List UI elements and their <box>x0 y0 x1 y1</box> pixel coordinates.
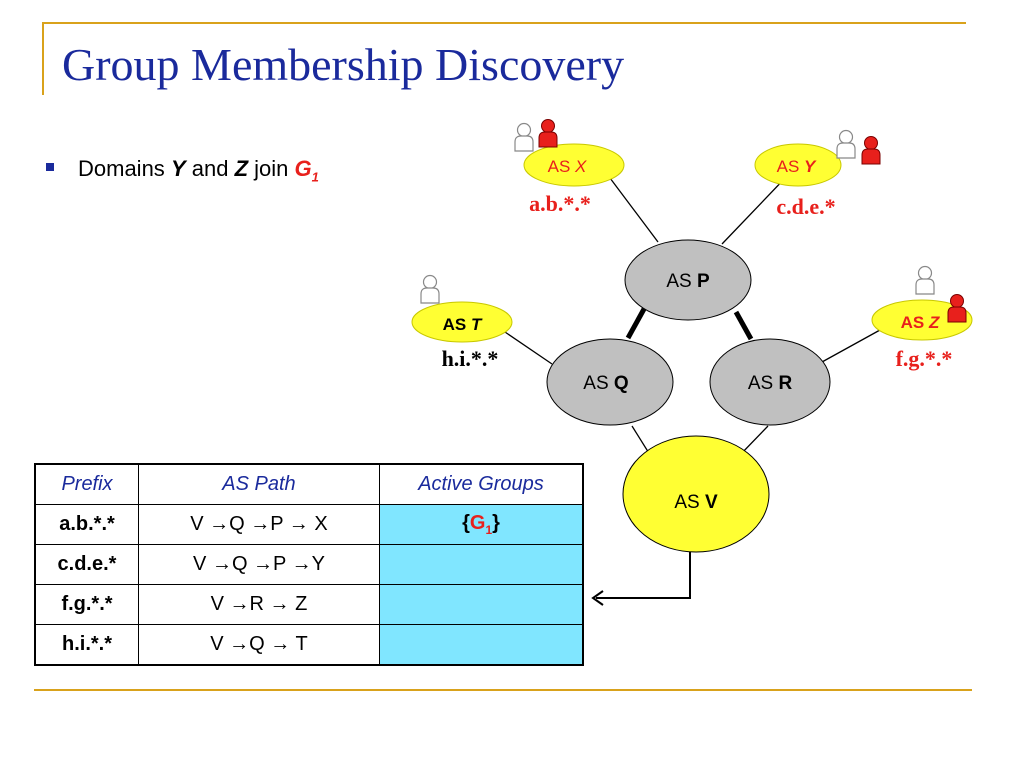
cell-prefix: a.b.*.* <box>34 504 139 545</box>
node-as-t: AS T <box>411 301 513 343</box>
node-as-label: AS <box>666 271 691 292</box>
cell-prefix: h.i.*.* <box>34 624 139 666</box>
table-row: h.i.*.* V →Q → T <box>34 624 584 666</box>
prefix-label-y: c.d.e.* <box>776 194 835 219</box>
bullet-text-join: join <box>254 156 289 181</box>
active-user-icon <box>947 294 967 323</box>
node-as-y: AS Y <box>754 143 842 187</box>
bullet-text-z: Z <box>234 156 249 181</box>
users-as-t <box>420 274 440 304</box>
table-row: f.g.*.* V →R → Z <box>34 584 584 625</box>
node-name: V <box>705 492 718 513</box>
users-as-y <box>836 129 881 165</box>
node-as-label: AS <box>583 373 608 394</box>
cell-active-groups <box>379 544 584 585</box>
svg-text:AS T: AS T <box>443 315 483 334</box>
active-user-icon <box>538 119 558 148</box>
edge-p-r <box>733 310 754 341</box>
bullet-text-g: G <box>294 156 312 181</box>
column-header-prefix: Prefix <box>34 463 139 505</box>
node-as-x: AS X <box>523 143 625 187</box>
node-as-v: AS V <box>622 435 770 553</box>
bullet-text-g-subscript: 1 <box>311 169 319 185</box>
user-icon <box>915 265 935 295</box>
table-row: c.d.e.* V →Q →P →Y <box>34 544 584 585</box>
node-name: Y <box>804 157 817 176</box>
cell-as-path: V →Q →P → X <box>138 504 380 545</box>
bullet-text-domains: Domains <box>78 156 165 181</box>
node-as-label: AS <box>674 492 699 513</box>
node-as-r: AS R <box>709 338 831 426</box>
prefix-label-t: h.i.*.* <box>442 346 499 371</box>
svg-text:AS Z: AS Z <box>901 313 940 332</box>
svg-text:AS R: AS R <box>748 373 793 394</box>
table-header-row: Prefix AS Path Active Groups <box>34 463 584 505</box>
active-user-icon <box>861 136 881 165</box>
bullet-square-icon <box>46 163 54 171</box>
node-name: X <box>574 157 587 176</box>
cell-active-groups <box>379 584 584 625</box>
bullet-text-and: and <box>191 156 229 181</box>
cell-prefix: f.g.*.* <box>34 584 139 625</box>
table-row: a.b.*.* V →Q →P → X {G1} <box>34 504 584 545</box>
node-as-label: AS <box>901 313 925 332</box>
node-name: P <box>697 271 710 292</box>
arrow-left-icon <box>591 552 691 606</box>
edge-p-q <box>625 307 647 340</box>
cell-as-path: V →Q →P →Y <box>138 544 380 585</box>
svg-text:AS P: AS P <box>666 271 710 292</box>
cell-active-groups: {G1} <box>379 504 584 545</box>
node-name: Q <box>614 373 629 394</box>
cell-as-path: V →R → Z <box>138 584 380 625</box>
bullet-text-y: Y <box>170 156 186 181</box>
diagram-edges <box>501 169 881 459</box>
prefix-label-z: f.g.*.* <box>896 346 953 371</box>
node-as-label: AS <box>443 315 467 334</box>
node-name: T <box>471 315 483 334</box>
users-as-x <box>514 119 558 152</box>
svg-text:AS Y: AS Y <box>777 157 817 176</box>
bullet-item: Domains Y and Z join G1 <box>46 156 319 184</box>
node-as-z: AS Z <box>871 299 973 341</box>
group-subscript: 1 <box>485 523 493 537</box>
cell-active-groups <box>379 624 584 666</box>
node-name: Z <box>928 313 940 332</box>
node-as-label: AS <box>548 157 571 176</box>
edge-y-p <box>721 174 789 245</box>
column-header-as-path: AS Path <box>138 463 380 505</box>
user-icon <box>836 129 856 159</box>
edge-x-p <box>603 169 659 243</box>
brace-open: { <box>462 512 470 534</box>
node-as-q: AS Q <box>546 338 674 426</box>
edge-z-r <box>821 329 881 363</box>
svg-text:AS Q: AS Q <box>583 373 628 394</box>
routing-table: Prefix AS Path Active Groups a.b.*.* V →… <box>34 463 584 666</box>
svg-text:AS X: AS X <box>548 157 587 176</box>
node-name: R <box>778 373 792 394</box>
column-header-active-groups: Active Groups <box>379 463 584 505</box>
node-as-p: AS P <box>624 239 752 321</box>
user-icon <box>420 274 440 304</box>
user-icon <box>514 122 534 152</box>
node-as-label: AS <box>777 157 800 176</box>
brace-close: } <box>492 512 500 534</box>
edge-t-q <box>501 329 553 365</box>
page-title: Group Membership Discovery <box>62 39 625 90</box>
svg-text:AS V: AS V <box>674 492 718 513</box>
node-as-label: AS <box>748 373 773 394</box>
group-name: G <box>469 512 486 534</box>
cell-as-path: V →Q → T <box>138 624 380 666</box>
cell-prefix: c.d.e.* <box>34 544 139 585</box>
prefix-label-x: a.b.*.* <box>529 191 591 216</box>
